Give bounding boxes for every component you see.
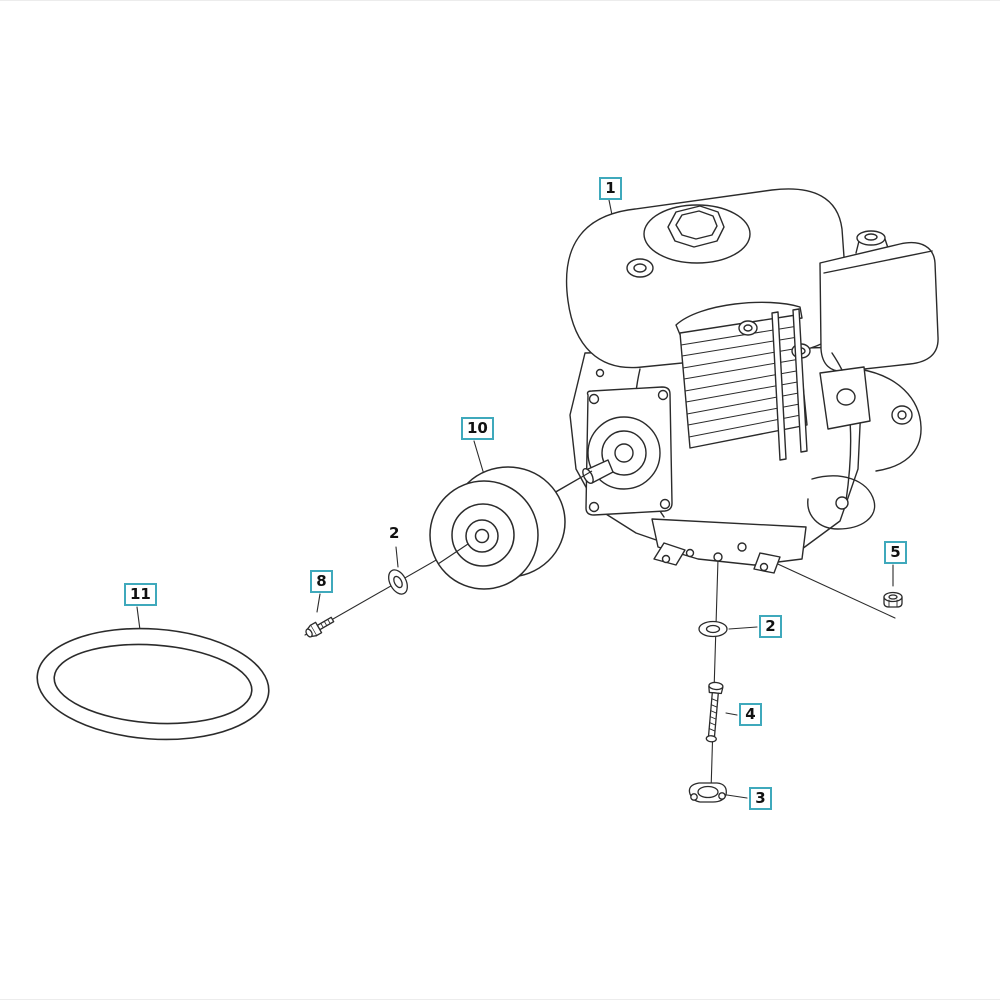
washer-2-front [388, 569, 408, 595]
washer-2-under [698, 620, 728, 638]
part-label-nut: 5 [884, 541, 907, 564]
part-label-screw: 4 [739, 703, 762, 726]
screw-4 [705, 681, 724, 743]
part-label-bolt: 8 [310, 570, 333, 593]
clamp-3 [688, 782, 727, 803]
bolt-8 [305, 616, 335, 638]
nut-5 [883, 591, 903, 608]
part-label-clamp: 3 [749, 787, 772, 810]
part-label-pulley: 10 [461, 417, 494, 440]
engine [565, 188, 939, 574]
part-label-washer-under: 2 [759, 615, 782, 638]
belt [36, 627, 270, 741]
fasteners [305, 569, 903, 803]
part-label-washer-front: 2 [389, 524, 400, 542]
part-label-belt: 11 [124, 583, 157, 606]
part-label-engine: 1 [599, 177, 622, 200]
pulley [429, 466, 593, 590]
